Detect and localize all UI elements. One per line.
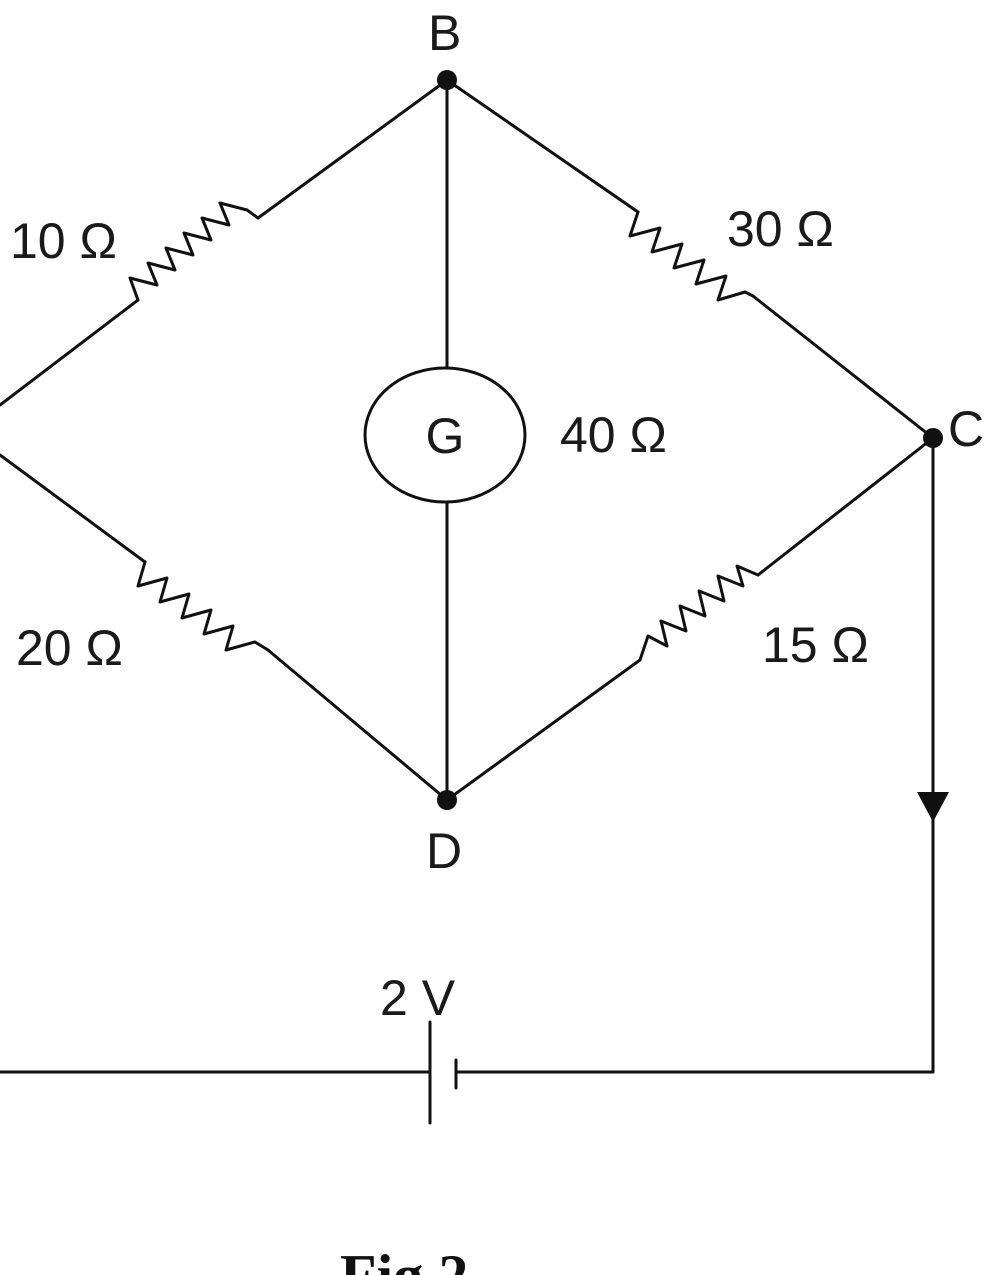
battery-voltage-label: 2 V (380, 970, 456, 1026)
branch-ab (0, 78, 449, 407)
resistor-bc (628, 210, 755, 302)
battery-loop (0, 436, 949, 1125)
galvanometer-resistance-label: 40 Ω (560, 407, 667, 463)
branch-ad (0, 453, 449, 802)
resistor-dc (638, 564, 760, 662)
resistor-ad-label: 20 Ω (16, 620, 123, 676)
resistor-ab-label: 10 Ω (10, 213, 117, 269)
galvanometer-circle (363, 366, 527, 504)
current-arrow-icon (917, 792, 949, 822)
resistor-dc-label: 15 Ω (762, 617, 869, 673)
figure-caption: Fig.2 (340, 1243, 468, 1275)
resistor-ab (128, 201, 260, 302)
node-b-dot (437, 70, 457, 90)
resistor-bc-label: 30 Ω (727, 201, 834, 257)
resistor-ad (136, 560, 270, 652)
galvanometer-symbol: G (426, 408, 465, 464)
branch-dc (445, 436, 935, 802)
node-d-dot (437, 790, 457, 810)
node-c-dot (923, 428, 943, 448)
branch-bd-galvanometer (363, 78, 527, 802)
node-d-label: D (426, 823, 462, 879)
node-b-label: B (428, 5, 461, 61)
node-c-label: C (948, 401, 984, 457)
branch-bc (445, 78, 935, 440)
